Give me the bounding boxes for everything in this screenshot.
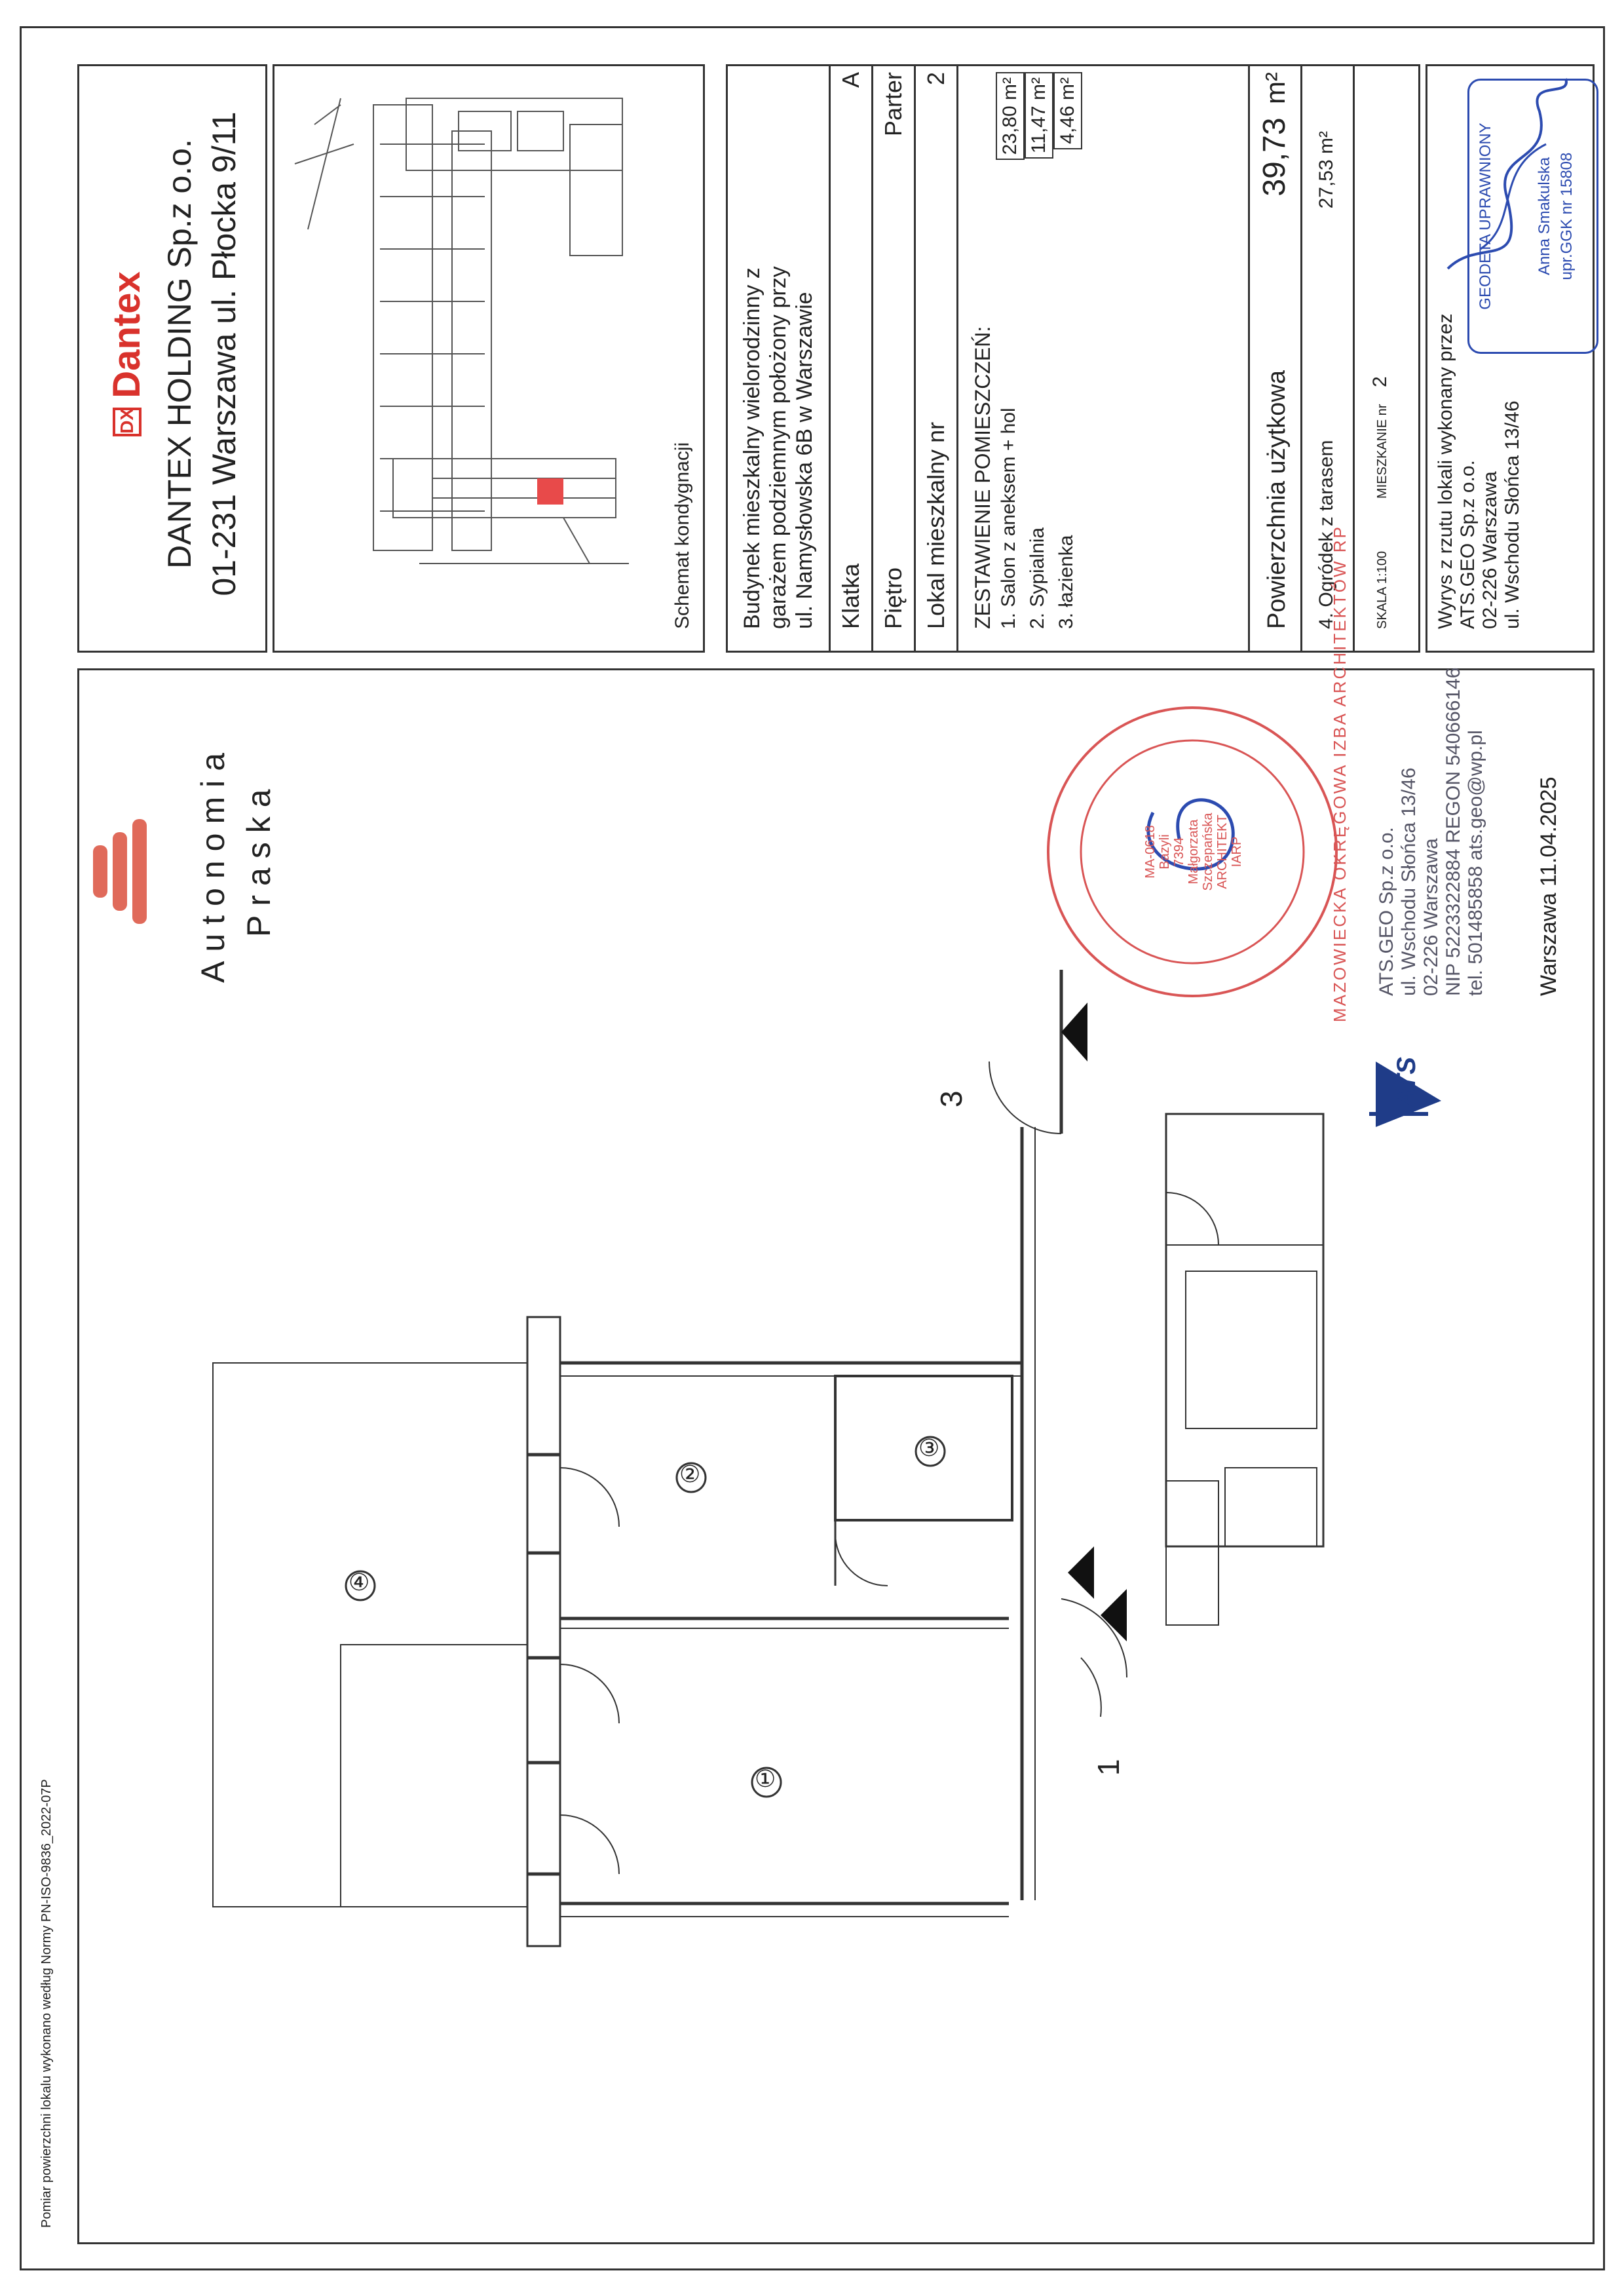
- door-marker-1: 1: [1091, 1759, 1125, 1776]
- footer-note: Pomiar powierzchni lokalu wykonano wedłu…: [39, 1779, 54, 2228]
- door-arrow-icon: [1068, 1546, 1094, 1599]
- surveyor-box: [1426, 64, 1595, 653]
- room-number-3: ③: [918, 1434, 940, 1461]
- apartment-highlight: [537, 478, 563, 505]
- outer-border: [20, 26, 1605, 2270]
- room-number-2: ②: [679, 1461, 701, 1487]
- door-marker-3: 3: [934, 1090, 968, 1107]
- door-arrow-icon: [1101, 1589, 1127, 1641]
- room-number-1: ①: [755, 1765, 776, 1792]
- company-box: [77, 64, 267, 653]
- info-box: [726, 64, 1420, 653]
- door-arrow-icon: [1061, 1003, 1087, 1062]
- room-number-4: ④: [349, 1569, 370, 1596]
- plan-frame: [77, 668, 1595, 2244]
- schemat-box: [273, 64, 705, 653]
